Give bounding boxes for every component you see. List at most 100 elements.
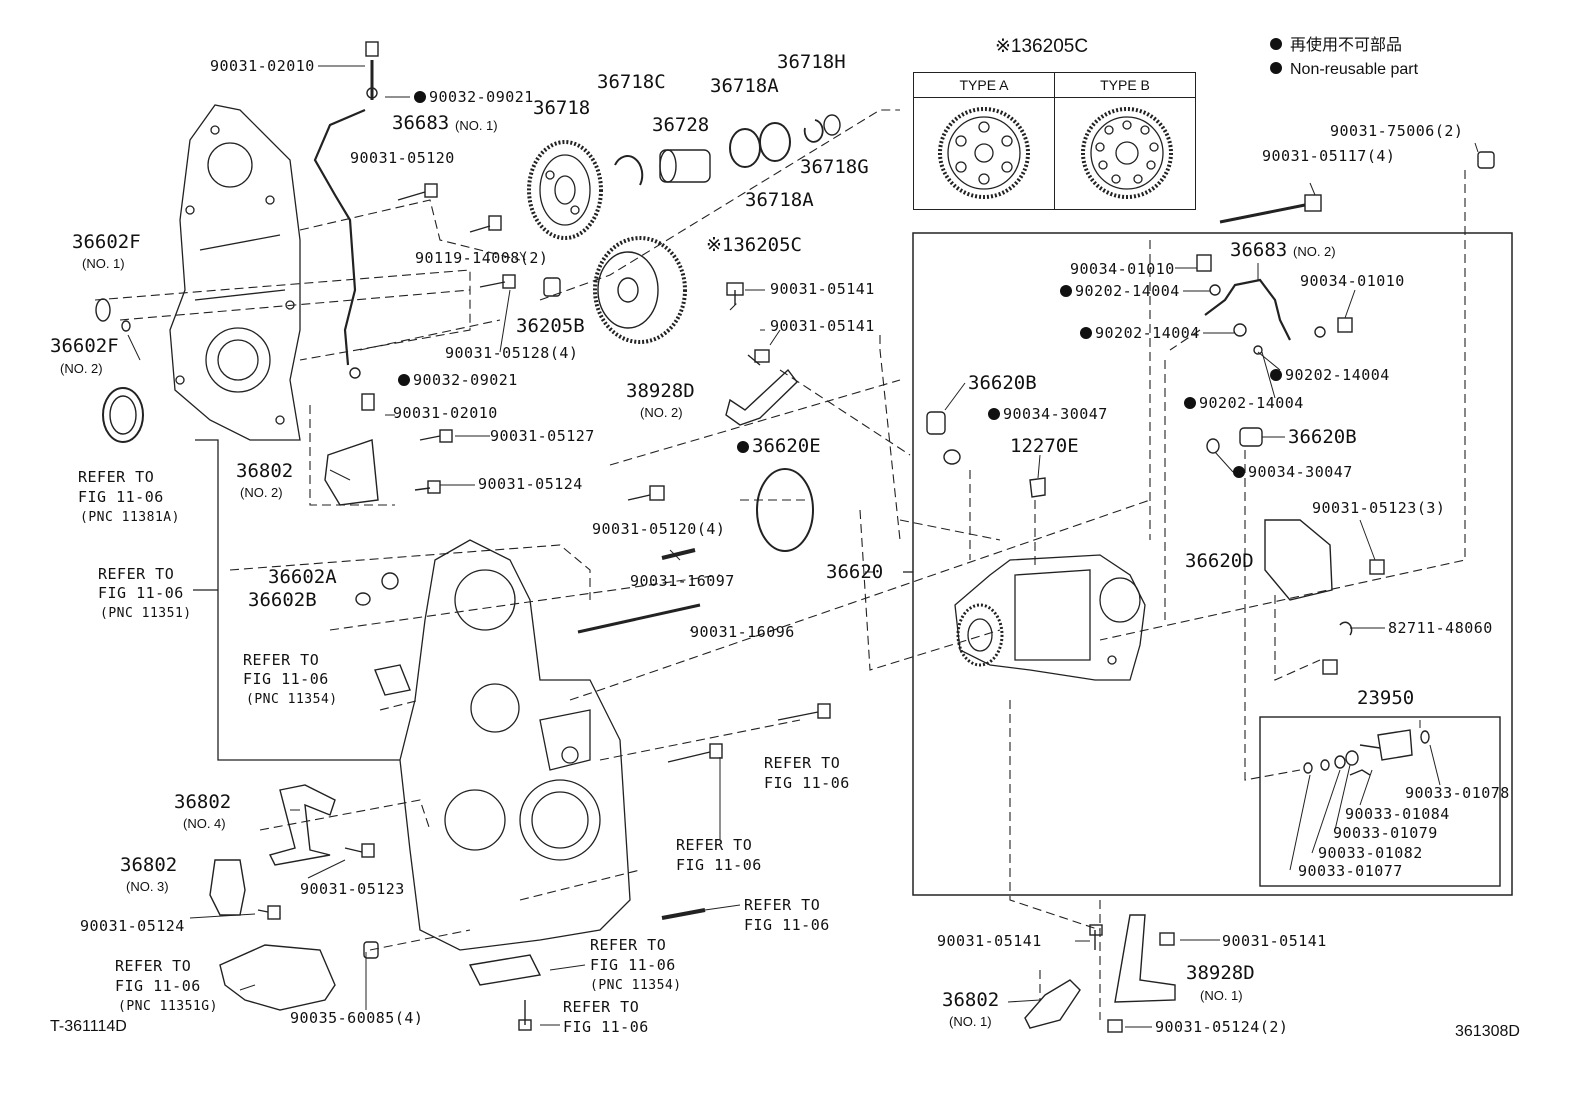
part-label: 36718C: [597, 71, 666, 93]
part-label-note: (NO. 1): [82, 256, 125, 271]
bolts-left: [257, 183, 831, 1031]
refer-label: REFER TO: [98, 565, 175, 583]
part-label-non-reusable: 90202-14004: [1060, 283, 1180, 300]
part-label: 90033-01079: [1333, 824, 1438, 842]
part-label: 36602B: [248, 589, 317, 611]
part-label: 90035-60085(4): [290, 1009, 424, 1027]
bracket-36802-no3: [209, 859, 246, 916]
timing-cover-upper: [169, 104, 301, 441]
assembly-frame: [912, 232, 1513, 896]
part-label: 90031-16096: [690, 623, 795, 641]
part-label: 23950: [1357, 687, 1415, 709]
part-label: 90031-05141: [937, 932, 1042, 950]
part-label: 90031-05120: [350, 149, 455, 167]
part-label-note: (NO. 3): [126, 879, 169, 894]
part-label: 36802: [942, 989, 1000, 1011]
diagram-code-left: T-361114D: [50, 1018, 127, 1035]
gear-type-b-image: [1081, 107, 1173, 199]
bearing-36718a-1: [729, 128, 761, 168]
part-label-note: (NO. 1): [1200, 988, 1243, 1003]
refer-label: FIG 11-06: [676, 856, 762, 874]
part-label: 36620: [826, 561, 884, 583]
refer-label: FIG 11-06: [764, 774, 850, 792]
part-label-non-reusable: 90202-14004: [1184, 395, 1304, 412]
bracket-38928d-no1: [1114, 914, 1176, 1003]
bearing-36718a-2: [759, 122, 791, 162]
part-label-non-reusable: 90032-09021: [414, 89, 534, 106]
snap-ring-36718h: [803, 119, 824, 143]
refer-label: REFER TO: [243, 651, 320, 669]
refer-label: FIG 11-06: [98, 584, 184, 602]
part-label: 90031-02010: [210, 57, 315, 75]
part-label: 90031-05117(4): [1262, 147, 1396, 165]
part-label: 90031-05141: [1222, 932, 1327, 950]
sensor-kit-frame: [1259, 716, 1501, 887]
part-label: 36718: [533, 97, 591, 119]
bracket-38928d-no2: [725, 368, 798, 426]
part-label: 90033-01082: [1318, 844, 1423, 862]
legend-en: Non-reusable part: [1270, 58, 1418, 82]
part-label: 36602A: [268, 566, 337, 588]
part-label: 36802: [236, 460, 294, 482]
part-label: 36718A: [710, 75, 779, 97]
part-label: 36683: [1230, 239, 1288, 261]
refer-label: (PNC 11354): [246, 692, 338, 707]
diagram-code-right: 361308D: [1455, 1023, 1520, 1040]
part-label-note: (NO. 1): [949, 1014, 992, 1029]
gear-type-a-image: [938, 107, 1030, 199]
refer-frame-lines: [193, 439, 913, 761]
part-label: 38928D: [1186, 962, 1255, 984]
bolt-90031-02010-top: [365, 41, 379, 57]
part-label: 90033-01078: [1405, 784, 1510, 802]
bushing-36205b: [543, 277, 561, 297]
gasket-36602b: [355, 592, 371, 606]
part-label-non-reusable: 90034-30047: [988, 406, 1108, 423]
part-label-non-reusable: 90032-09021: [398, 372, 518, 389]
ring-36718g: [823, 114, 841, 136]
type-b-header: TYPE B: [1055, 73, 1195, 98]
part-label: 90031-05124(2): [1155, 1018, 1289, 1036]
plug-36620b-2: [1239, 427, 1263, 447]
refer-label: FIG 11-06: [115, 977, 201, 995]
part-label: 36802: [174, 791, 232, 813]
bracket-36802-no4: [268, 784, 336, 866]
part-label: ※136205C: [706, 234, 802, 256]
refer-label: REFER TO: [744, 896, 821, 914]
type-a-header: TYPE A: [914, 73, 1054, 98]
legend: 再使用不可部品 Non-reusable part: [1270, 34, 1418, 82]
mount-bracket-left: [219, 944, 336, 1011]
part-label: 90033-01077: [1298, 862, 1403, 880]
refer-label: REFER TO: [78, 468, 155, 486]
part-label: 90034-01010: [1070, 260, 1175, 278]
part-label: 90031-05123(3): [1312, 499, 1446, 517]
part-label-non-reusable: 90202-14004: [1270, 367, 1390, 384]
refer-label: FIG 11-06: [563, 1018, 649, 1036]
refer-label: REFER TO: [115, 957, 192, 975]
part-label: 36620B: [1288, 426, 1357, 448]
part-label: 38928D: [626, 380, 695, 402]
part-label: 90031-02010: [393, 404, 498, 422]
part-label-non-reusable: 90202-14004: [1080, 325, 1200, 342]
plug-36620b-1: [926, 411, 946, 435]
refer-label: REFER TO: [590, 936, 667, 954]
collar-36728: [659, 149, 711, 183]
leader-lines: [127, 65, 1479, 1028]
part-label: 36718G: [800, 156, 869, 178]
part-label: 36802: [120, 854, 178, 876]
nut-90031-75006: [1477, 151, 1495, 169]
part-label-note: (NO. 2): [240, 485, 283, 500]
part-label: 90033-01084: [1345, 805, 1450, 823]
snap-ring-36718c: [614, 155, 644, 186]
refer-label: (PNC 11351G): [118, 999, 218, 1014]
plug-36602a: [381, 572, 399, 590]
part-label: 36620D: [1185, 550, 1254, 572]
transfer-case-lower: [399, 539, 631, 951]
type-box-title: ※136205C: [995, 36, 1089, 57]
refer-label: REFER TO: [676, 836, 753, 854]
part-label-note: (NO. 1): [455, 118, 498, 133]
refer-label: (PNC 11354): [590, 978, 682, 993]
part-label: 90034-01010: [1300, 272, 1405, 290]
part-label-note: (NO. 2): [60, 361, 103, 376]
